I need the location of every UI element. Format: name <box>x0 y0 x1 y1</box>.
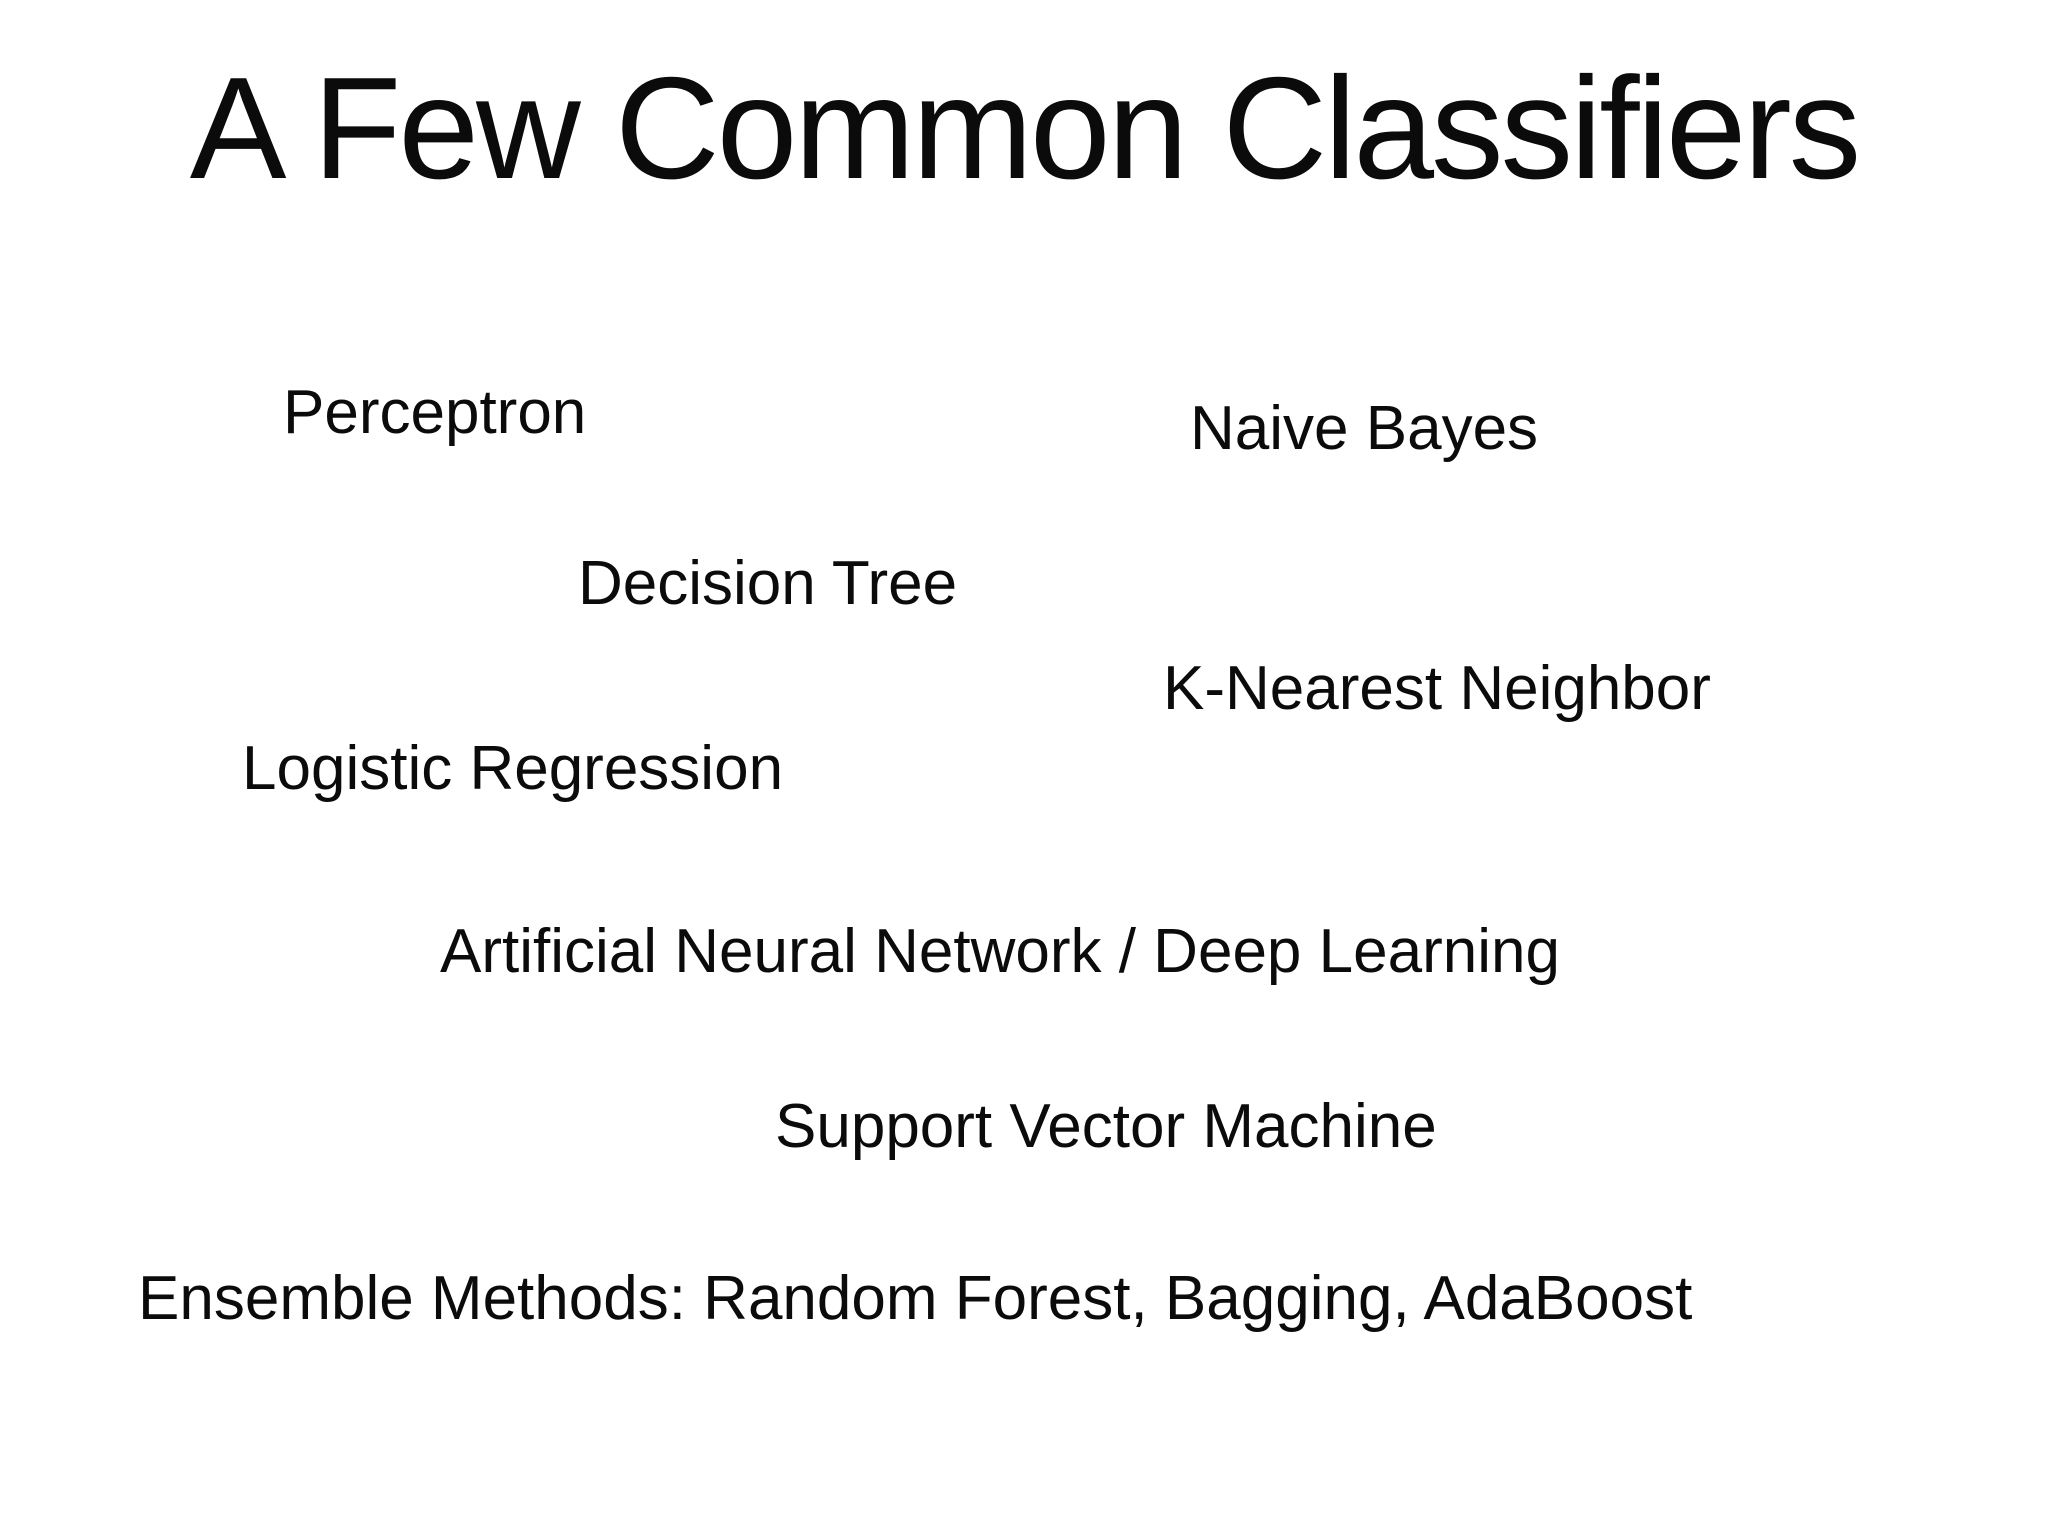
classifier-label-ensemble-methods: Ensemble Methods: Random Forest, Bagging… <box>138 1264 1693 1333</box>
classifier-label-logistic-regression: Logistic Regression <box>242 734 784 803</box>
classifier-label-k-nearest-neighbor: K-Nearest Neighbor <box>1163 654 1711 723</box>
classifier-label-artificial-neural-network-deep-learning: Artificial Neural Network / Deep Learnin… <box>440 917 1560 986</box>
classifier-label-perceptron: Perceptron <box>283 378 587 447</box>
classifier-label-naive-bayes: Naive Bayes <box>1190 394 1539 463</box>
classifier-label-support-vector-machine: Support Vector Machine <box>775 1092 1437 1161</box>
classifier-label-decision-tree: Decision Tree <box>578 549 958 618</box>
slide-title: A Few Common Classifiers <box>189 47 1861 209</box>
